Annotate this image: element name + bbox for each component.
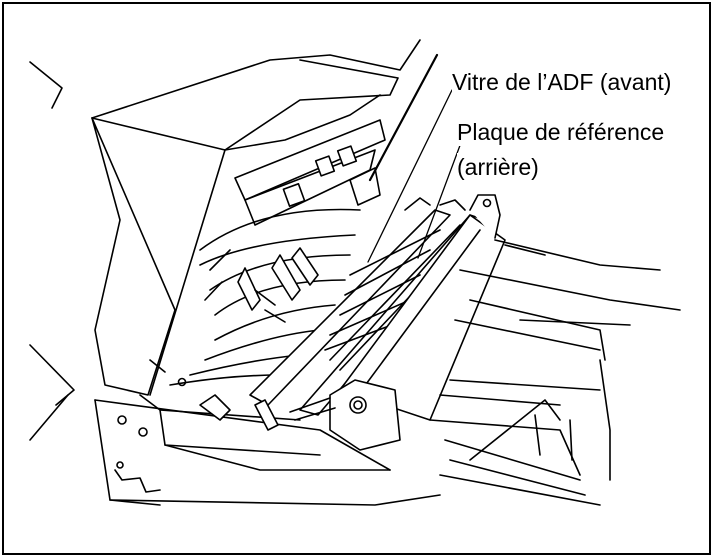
label-reference-plate: Plaque de référence: [457, 118, 665, 146]
adf-cover: [91, 39, 439, 396]
leader-adf-glass: [367, 89, 453, 263]
scanner-base: [94, 359, 441, 506]
label-adf-glass: Vitre de l’ADF (avant): [452, 68, 672, 96]
reference-plate: [339, 194, 506, 421]
leader-reference-plate: [417, 139, 463, 259]
paper-path-guides: [169, 208, 361, 386]
leader-lines: [367, 89, 463, 263]
label-reference-plate-position: (arrière): [457, 153, 539, 181]
left-flap-lines: [29, 61, 161, 493]
scanner-right-body: [429, 239, 681, 506]
